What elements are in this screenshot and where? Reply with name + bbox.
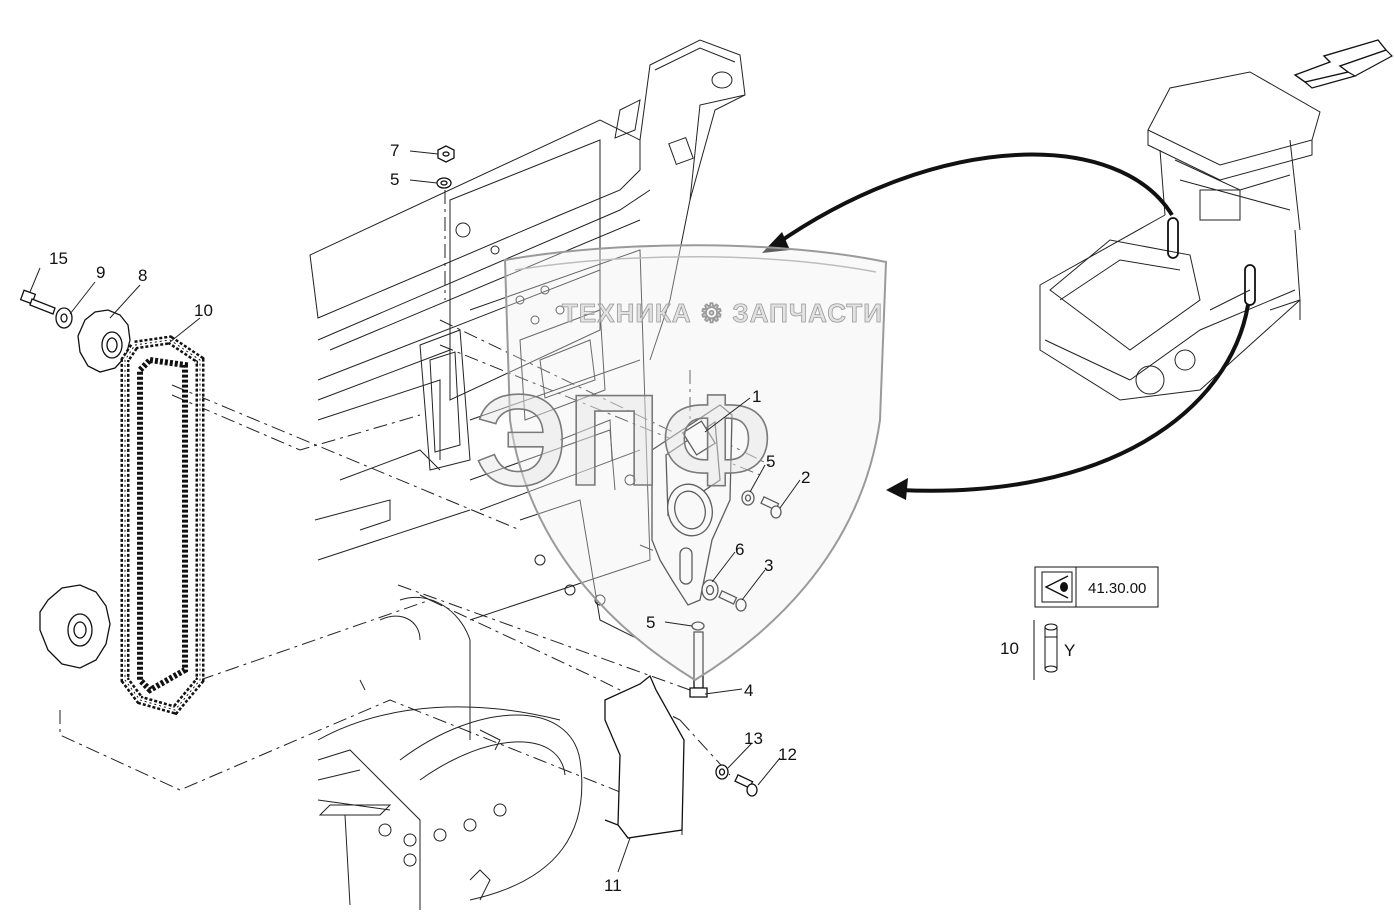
machine-frame	[309, 39, 746, 910]
callout-4: 4	[744, 681, 753, 700]
cover-11	[604, 674, 685, 839]
callout-10: 10	[194, 301, 213, 320]
washer-13	[715, 764, 729, 780]
callout-5-top: 5	[390, 170, 399, 189]
callout-9: 9	[96, 263, 105, 282]
washer-9	[55, 307, 73, 329]
bolt-4	[689, 631, 708, 698]
sprocket-8	[77, 309, 131, 373]
paver-machine-thumbnail	[1039, 71, 1321, 401]
watermark-tagline: ТЕХНИКА ⚙ ЗАПЧАСТИ	[562, 298, 883, 328]
reference-code: 41.30.00	[1088, 580, 1146, 597]
callout-1: 1	[752, 387, 761, 406]
callout-13: 13	[744, 729, 763, 748]
bolt-15	[19, 289, 56, 315]
sprocket-lower	[39, 584, 111, 669]
callout-labels: 15 9 8 10 7 5 1 5 2 6 3 5 4 13 12 11	[49, 141, 810, 895]
lubrication-symbol: Y	[1064, 641, 1075, 660]
callout-11: 11	[604, 876, 622, 895]
callout-2: 2	[801, 468, 810, 487]
bolt-3	[718, 590, 747, 612]
watermark-logo: ЭПФ	[475, 367, 772, 513]
washer-5-top	[436, 177, 452, 189]
bolt-12	[734, 774, 758, 797]
washer-6	[701, 579, 719, 601]
callout-7: 7	[390, 141, 399, 160]
leader-lines	[29, 150, 801, 873]
callout-6: 6	[735, 540, 744, 559]
nut-7	[437, 145, 455, 163]
view-direction-arrow	[1293, 39, 1393, 89]
washer-5-mid	[741, 490, 755, 506]
reference-box: 41.30.00	[1034, 566, 1159, 608]
watermark: ТЕХНИКА ⚙ ЗАПЧАСТИ ЭПФ	[474, 244, 888, 682]
callout-3: 3	[764, 556, 773, 575]
callout-8: 8	[138, 266, 147, 285]
eye-icon	[1041, 571, 1073, 603]
grease-tube-icon	[1044, 623, 1058, 673]
lubrication-item: 10	[1000, 639, 1019, 658]
callout-5-low: 5	[646, 613, 655, 632]
bracket-plate-1	[651, 404, 733, 606]
lubrication-note: 10 Y	[1000, 620, 1075, 680]
callout-15: 15	[49, 249, 68, 268]
callout-12: 12	[778, 745, 797, 764]
callout-5-mid: 5	[766, 452, 775, 471]
bolt-2	[760, 496, 782, 519]
chain-10	[120, 335, 205, 716]
